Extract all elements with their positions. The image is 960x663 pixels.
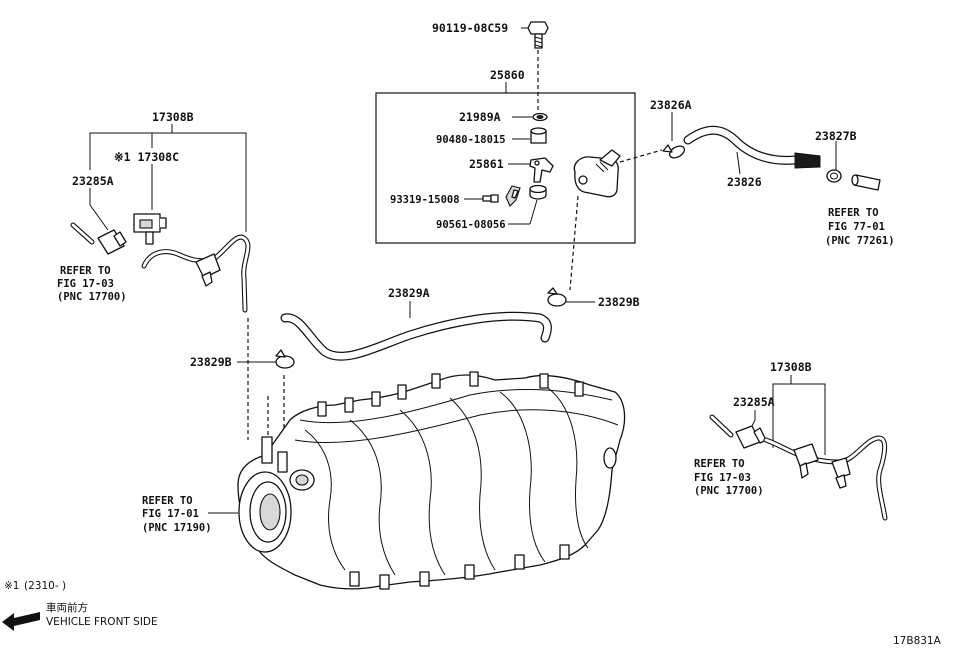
label-23829b-right: 23829B <box>598 295 640 309</box>
hose-23826[interactable] <box>683 125 821 169</box>
footnote-mark: ※1 <box>4 580 19 592</box>
ref-fig1703-left-line1: REFER TO <box>60 265 111 277</box>
label-90119: 90119-08C59 <box>432 21 508 35</box>
intake-manifold[interactable] <box>237 371 626 590</box>
clip-23826a[interactable] <box>662 144 686 161</box>
label-25861: 25861 <box>469 157 504 171</box>
label-17308c: ※1 17308C <box>114 150 179 164</box>
ref-fig7701-line1: REFER TO <box>828 207 879 219</box>
label-90561: 90561-08056 <box>436 219 506 231</box>
ref-fig1703-right-line2: FIG 17-03 <box>694 472 751 484</box>
clip-23829b-right[interactable] <box>547 287 567 307</box>
pipe-stub-right <box>851 174 881 191</box>
label-23827b: 23827B <box>815 129 857 143</box>
label-93319: 93319-15008 <box>390 194 460 206</box>
ref-fig1701-line1: REFER TO <box>142 495 193 507</box>
ref-fig1703-left-line3: (PNC 17700) <box>57 291 127 303</box>
clip-23827b[interactable] <box>826 169 842 183</box>
label-25860: 25860 <box>490 68 525 82</box>
cap-90561[interactable] <box>529 184 547 200</box>
front-label-en: VEHICLE FRONT SIDE <box>46 616 158 628</box>
assembly-box-25860 <box>375 92 636 244</box>
pcv-valve[interactable] <box>573 149 621 198</box>
front-label-jp: 車両前方 <box>46 601 88 614</box>
pipe-stub-left <box>70 222 95 245</box>
label-90480: 90480-18015 <box>436 134 506 146</box>
label-17308b-left: 17308B <box>152 110 194 124</box>
label-23829b-left: 23829B <box>190 355 232 369</box>
hose-23829a[interactable] <box>280 311 552 361</box>
clip-piece[interactable] <box>505 185 521 207</box>
footnote-text: (2310- ) <box>24 580 66 592</box>
front-arrow-icon <box>2 612 40 631</box>
filter-23285a-left[interactable] <box>97 229 127 255</box>
figure-code: 17B831A <box>893 635 942 647</box>
ref-fig1703-left-line2: FIG 17-03 <box>57 278 114 290</box>
grommet-90480[interactable] <box>530 127 547 144</box>
ref-fig1701-line2: FIG 17-01 <box>142 508 199 520</box>
label-23826: 23826 <box>727 175 762 189</box>
label-23826a: 23826A <box>650 98 692 112</box>
vsv-17308c[interactable] <box>133 213 167 245</box>
ref-fig1703-right-line1: REFER TO <box>694 458 745 470</box>
vacuum-tube-right[interactable] <box>763 435 888 521</box>
label-17308b-right: 17308B <box>770 360 812 374</box>
screw-93319[interactable] <box>482 194 499 203</box>
label-21989a: 21989A <box>459 110 501 124</box>
ref-fig7701-line2: FIG 77-01 <box>828 221 885 233</box>
vacuum-tube-left[interactable] <box>141 234 251 313</box>
ref-fig1701-line3: (PNC 17190) <box>142 522 212 534</box>
pipe-stub-right-assembly <box>709 414 734 438</box>
bracket-25861[interactable] <box>529 157 554 183</box>
bolt-90119[interactable] <box>527 21 549 49</box>
ref-fig1703-right-line3: (PNC 17700) <box>694 485 764 497</box>
ref-fig7701-line3: (PNC 77261) <box>825 235 895 247</box>
filter-23285a-right[interactable] <box>735 425 767 449</box>
label-23285a-right: 23285A <box>733 395 775 409</box>
label-23829a: 23829A <box>388 286 430 300</box>
washer-21989a[interactable] <box>532 112 548 122</box>
label-23285a-left: 23285A <box>72 174 114 188</box>
clip-23829b-left[interactable] <box>275 349 295 369</box>
